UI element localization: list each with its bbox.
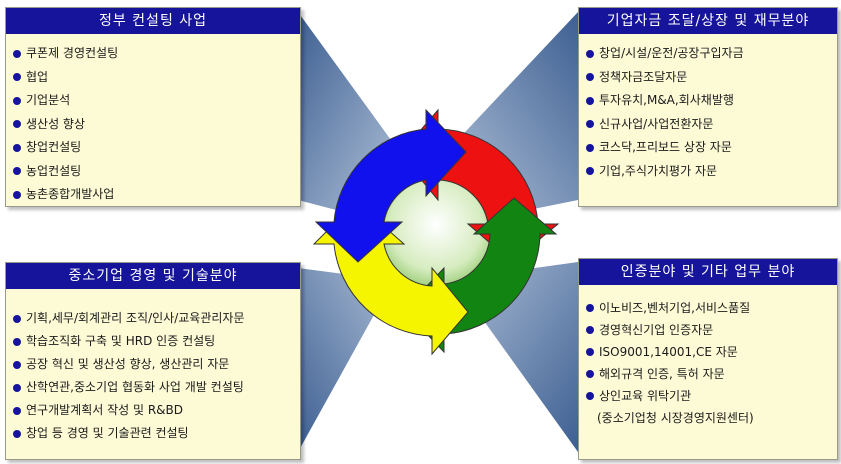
bullet-icon [13,360,21,369]
bullet-icon [586,120,594,129]
management-technology-panel: 중소기업 경영 및 기술분야 기획,세무/회계관리 조직/인사/교육관리자문 학… [5,262,301,460]
list-item: 산학연관,중소기업 협동화 사업 개발 컨설팅 [6,376,300,399]
service-list: 쿠폰제 경영컨설팅 협업 기업분석 생산성 향상 창업컨설팅 농업컨설팅 농촌종… [6,34,300,207]
list-item: 해외규격 인증, 특허 자문 [579,363,837,385]
bullet-icon [13,383,21,392]
bullet-icon [13,337,21,346]
bullet-icon [13,429,21,438]
bullet-icon [13,167,21,176]
bullet-icon [13,190,21,199]
list-item: 이노비즈,벤처기업,서비스품질 [579,297,837,319]
list-item: 창업컨설팅 [6,136,300,160]
list-item: 상인교육 위탁기관 [579,385,837,407]
panel-title: 정부 컨설팅 사업 [6,8,300,34]
list-item-continuation: (중소기업청 시장경영지원센터) [597,411,754,425]
list-item: 창업 등 경영 및 기술관련 컨설팅 [6,422,300,445]
bullet-icon [586,370,594,378]
government-consulting-panel: 정부 컨설팅 사업 쿠폰제 경영컨설팅 협업 기업분석 생산성 향상 창업컨설팅… [5,7,301,207]
bullet-icon [586,348,594,356]
bullet-icon [13,73,21,82]
list-item: 농업컨설팅 [6,160,300,184]
bullet-icon [586,96,594,105]
list-item: 코스닥,프리보드 상장 자문 [579,136,837,160]
certification-panel: 인증분야 및 기타 업무 분야 이노비즈,벤처기업,서비스품질 경영혁신기업 인… [578,258,838,460]
service-list: 창업/시설/운전/공장구입자금 정책자금조달자문 투자유치,M&A,회사채발행 … [579,34,837,183]
bullet-icon [13,96,21,105]
list-item: 기업,주식가치평가 자문 [579,160,837,184]
panel-title: 기업자금 조달/상장 및 재무분야 [579,8,837,34]
list-item: 투자유치,M&A,회사채발행 [579,89,837,113]
cycle-arrows [312,108,560,356]
bullet-icon [13,314,21,323]
list-item: 창업/시설/운전/공장구입자금 [579,42,837,66]
bullet-icon [586,326,594,334]
bullet-icon [586,167,594,176]
bullet-icon [586,49,594,58]
bullet-icon [586,392,594,400]
service-list: 기획,세무/회계관리 조직/인사/교육관리자문 학습조직화 구축 및 HRD 인… [6,263,300,445]
list-item: ISO9001,14001,CE 자문 [579,341,837,363]
bullet-icon [13,143,21,152]
bullet-icon [586,73,594,82]
list-item: 신규사업/사업전환자문 [579,113,837,137]
financing-listing-panel: 기업자금 조달/상장 및 재무분야 창업/시설/운전/공장구입자금 정책자금조달… [578,7,838,207]
panel-title: 인증분야 및 기타 업무 분야 [579,259,837,285]
bullet-icon [586,143,594,152]
list-item: 학습조직화 구축 및 HRD 인증 컨설팅 [6,330,300,353]
service-list: 이노비즈,벤처기업,서비스품질 경영혁신기업 인증자문 ISO9001,1400… [579,259,837,429]
bullet-icon [13,406,21,415]
list-item: 정책자금조달자문 [579,66,837,90]
bullet-icon [586,304,594,312]
list-item: 공장 혁신 및 생산성 향상, 생산관리 자문 [6,353,300,376]
bullet-icon [13,120,21,129]
list-item: 기획,세무/회계관리 조직/인사/교육관리자문 [6,307,300,330]
panel-title: 중소기업 경영 및 기술분야 [6,263,300,289]
list-item: 생산성 향상 [6,113,300,137]
list-item: 기업분석 [6,89,300,113]
list-item: 경영혁신기업 인증자문 [579,319,837,341]
list-item: 쿠폰제 경영컨설팅 [6,42,300,66]
list-item: 협업 [6,66,300,90]
list-item: 농촌종합개발사업 [6,183,300,207]
bullet-icon [13,49,21,58]
list-item: 연구개발계획서 작성 및 R&BD [6,399,300,422]
blue-arrow [314,108,467,263]
